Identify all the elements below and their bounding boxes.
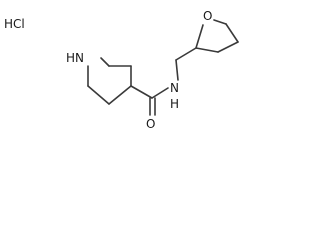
tetrahydrofuran-ring [195,19,239,53]
bond-thf-o-c5 [213,19,227,25]
hcl-label: HCl [4,17,25,31]
carbonyl-o-label: O [146,117,155,131]
bond-n-c2 [100,57,110,67]
piperidine-nh-label: HN [66,51,84,65]
chemical-structure: HCl HN O N H O [4,9,239,131]
bond-thf-c2-o [195,24,204,49]
piperidine-ring [87,57,132,105]
carbonyl-double-bond [149,97,156,116]
bond-thf-c3-c2 [195,47,219,53]
amide-h-label: H [170,97,179,111]
bond-thf-c4-c3 [217,41,239,53]
bond-c4-carbonyl [130,85,153,99]
bond-amide-n-ch2 [175,59,179,81]
ring-o-label: O [203,9,212,23]
bond-c4-c5 [108,85,132,105]
bond-carbonyl-amide-n [151,87,169,99]
bond-thf-c5-c4 [225,23,239,43]
bond-ch2-thf [175,47,197,61]
amide-n-label: N [170,81,179,95]
bond-c5-c6 [87,85,110,105]
